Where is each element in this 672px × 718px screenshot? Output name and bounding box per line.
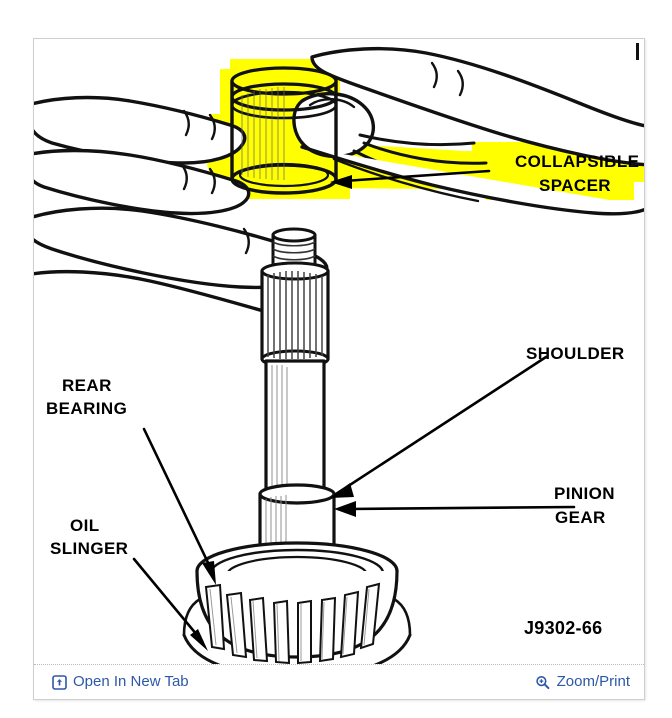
figure-labels: COLLAPSIBLE SPACER SHOULDER PINION GEAR … xyxy=(46,152,639,638)
pinion-shaft-assembly xyxy=(182,227,412,664)
external-link-icon xyxy=(51,674,67,690)
label-collapsible-spacer-line1: COLLAPSIBLE xyxy=(515,152,639,171)
zoom-print-label: Zoom/Print xyxy=(556,673,630,690)
label-oil-slinger-line1: OIL xyxy=(70,516,100,535)
collapsible-spacer-part xyxy=(230,66,338,195)
open-in-new-tab-label: Open In New Tab xyxy=(73,673,189,690)
left-hand xyxy=(34,95,329,317)
label-collapsible-spacer-line2: SPACER xyxy=(539,176,611,195)
magnifier-plus-icon xyxy=(535,674,551,690)
label-rear-bearing-line2: BEARING xyxy=(46,399,127,418)
corner-tick-mark xyxy=(636,43,639,60)
image-viewer-panel: COLLAPSIBLE SPACER SHOULDER PINION GEAR … xyxy=(33,38,645,700)
viewer-toolbar: Open In New Tab Zoom/Print xyxy=(34,664,644,699)
label-rear-bearing-line1: REAR xyxy=(62,376,112,395)
leader-lines xyxy=(132,169,576,651)
label-pinion-gear-line2: GEAR xyxy=(555,508,606,527)
technical-diagram: COLLAPSIBLE SPACER SHOULDER PINION GEAR … xyxy=(34,43,644,664)
label-oil-slinger-line2: SLINGER xyxy=(50,539,128,558)
right-hand xyxy=(292,46,644,216)
label-shoulder: SHOULDER xyxy=(526,344,625,363)
figure-code: J9302-66 xyxy=(524,618,602,638)
figure-image-area[interactable]: COLLAPSIBLE SPACER SHOULDER PINION GEAR … xyxy=(34,39,644,664)
label-pinion-gear-line1: PINION xyxy=(554,484,615,503)
open-in-new-tab-button[interactable]: Open In New Tab xyxy=(51,672,189,692)
zoom-print-button[interactable]: Zoom/Print xyxy=(535,672,630,692)
